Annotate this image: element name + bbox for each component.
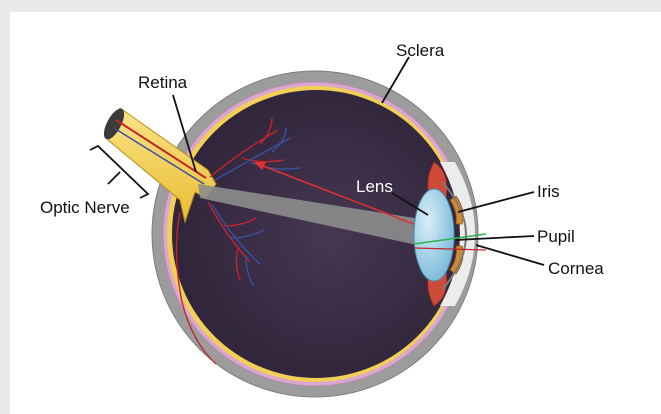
label-sclera: Sclera bbox=[396, 41, 445, 60]
label-optic-nerve: Optic Nerve bbox=[40, 198, 130, 217]
label-cornea: Cornea bbox=[548, 259, 604, 278]
label-lens: Lens bbox=[356, 177, 393, 196]
eye-anatomy-diagram: Sclera Retina Optic Nerve Lens Iris Pupi… bbox=[10, 12, 661, 414]
lens bbox=[414, 189, 454, 281]
diagram-panel: Sclera Retina Optic Nerve Lens Iris Pupi… bbox=[10, 12, 661, 414]
label-pupil: Pupil bbox=[537, 227, 575, 246]
label-retina: Retina bbox=[138, 73, 188, 92]
label-iris: Iris bbox=[537, 182, 560, 201]
